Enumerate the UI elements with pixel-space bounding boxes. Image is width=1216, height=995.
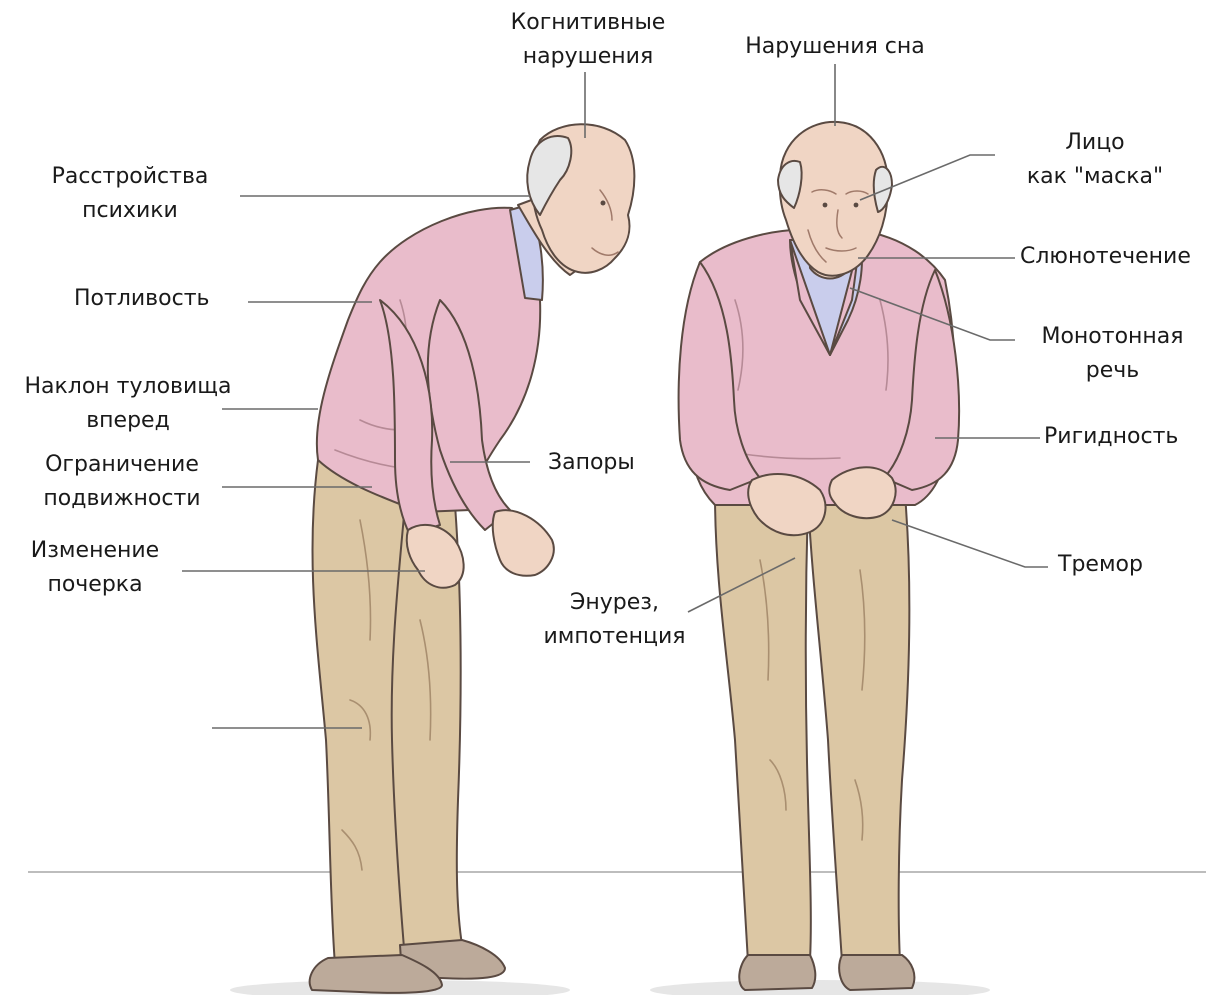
label-psyche-line2: психики [30, 194, 230, 228]
label-enuresis-line2: импотенция [522, 620, 707, 654]
label-rigidity: Ригидность [1044, 420, 1178, 454]
label-monotone-line1: Монотонная [1020, 320, 1205, 354]
label-mask-face-line2: как "маска" [1000, 160, 1190, 194]
label-cognitive-line1: Когнитивные [508, 6, 668, 40]
label-sweating: Потливость [74, 282, 209, 316]
label-sweating-line1: Потливость [74, 282, 209, 316]
right-figure-right-leg [808, 495, 909, 962]
leader-tremor [892, 520, 1048, 567]
right-figure-left-leg [715, 495, 811, 962]
label-mobility-line1: Ограничение [22, 448, 222, 482]
label-sleep-line1: Нарушения сна [720, 30, 950, 64]
label-mask-face-line1: Лицо [1000, 126, 1190, 160]
shadow-right [650, 980, 990, 995]
label-mask-face: Лицо как "маска" [1000, 126, 1190, 194]
label-psyche-line1: Расстройства [30, 160, 230, 194]
label-handwriting-line1: Изменение [10, 534, 180, 568]
label-constipation: Запоры [548, 446, 635, 480]
label-trunk-tilt: Наклон туловища вперед [8, 370, 248, 438]
label-enuresis: Энурез, импотенция [522, 586, 707, 654]
figure-left-stooped [310, 124, 635, 993]
left-figure-front-leg [312, 460, 405, 965]
label-sleep: Нарушения сна [720, 30, 950, 64]
label-trunk-tilt-line2: вперед [8, 404, 248, 438]
label-constipation-line1: Запоры [548, 446, 635, 480]
label-handwriting: Изменение почерка [10, 534, 180, 602]
label-cognitive: Когнитивные нарушения [508, 6, 668, 74]
label-mobility-line2: подвижности [22, 482, 222, 516]
label-salivation-line1: Слюнотечение [1020, 240, 1191, 274]
label-rigidity-line1: Ригидность [1044, 420, 1178, 454]
label-monotone: Монотонная речь [1020, 320, 1205, 388]
label-salivation: Слюнотечение [1020, 240, 1191, 274]
right-figure-hair-right [874, 167, 892, 212]
label-enuresis-line1: Энурез, [522, 586, 707, 620]
label-mobility: Ограничение подвижности [22, 448, 222, 516]
label-cognitive-line2: нарушения [508, 40, 668, 74]
left-figure-hand-back [493, 510, 554, 576]
label-tremor-line1: Тремор [1058, 548, 1143, 582]
label-tremor: Тремор [1058, 548, 1143, 582]
figure-right-upright [679, 122, 959, 990]
right-figure-right-shoe [839, 955, 914, 990]
label-handwriting-line2: почерка [10, 568, 180, 602]
label-trunk-tilt-line1: Наклон туловища [8, 370, 248, 404]
right-figure-left-shoe [739, 955, 815, 990]
label-monotone-line2: речь [1020, 354, 1205, 388]
label-psyche: Расстройства психики [30, 160, 230, 228]
